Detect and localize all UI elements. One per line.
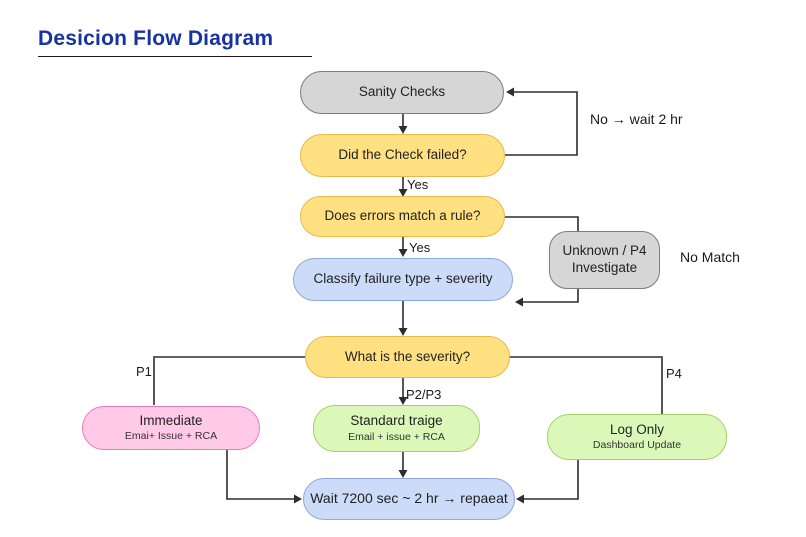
node-immediate-sublabel: Emai+ Issue + RCA [124, 430, 218, 443]
node-standard-triage-label: Standard traige [350, 413, 443, 428]
node-sanity-checks-label: Sanity Checks [358, 84, 446, 100]
node-sanity-checks: Sanity Checks [300, 71, 504, 114]
edge-no-loop [505, 91, 578, 156]
arrowhead [506, 87, 514, 97]
node-errors-match-rule: Does errors match a rule? [300, 196, 505, 237]
edge-label-no-wait: No → wait 2 hr [590, 111, 683, 127]
node-wait-repeat: Wait 7200 sec ~ 2 hr → repaeat [303, 478, 515, 520]
edge-severity-to-logonly [510, 356, 663, 414]
arrowhead [398, 470, 408, 478]
edge-label-yes-1: Yes [407, 177, 429, 192]
arrowhead [398, 126, 408, 134]
node-immediate: Immediate Emai+ Issue + RCA [82, 406, 260, 450]
node-standard-triage: Standard traige Email + issue + RCA [313, 405, 480, 452]
node-unknown-line2: Investigate [571, 260, 638, 275]
edge-immediate-to-wait [226, 450, 296, 500]
edge-unknown-to-classify [521, 289, 579, 303]
arrowhead [515, 297, 523, 307]
node-unknown-investigate: Unknown / P4 Investigate [549, 231, 660, 289]
edge-logonly-to-wait [522, 460, 579, 500]
node-classify-failure-label: Classify failure type + severity [313, 271, 493, 287]
arrowhead [294, 494, 302, 504]
arrowhead [398, 328, 408, 336]
node-what-severity-label: What is the severity? [344, 348, 471, 364]
node-did-check-failed: Did the Check failed? [300, 134, 505, 177]
node-log-only-sublabel: Dashboard Update [592, 439, 682, 452]
edge-matchrule-to-unknown [505, 216, 579, 231]
arrowhead [398, 189, 408, 197]
node-immediate-label: Immediate [139, 412, 203, 428]
node-wait-repeat-label: Wait 7200 sec ~ 2 hr → repaeat [310, 490, 508, 507]
node-log-only-label: Log Only [609, 421, 665, 437]
node-did-check-failed-label: Did the Check failed? [338, 147, 467, 163]
edge-label-p1: P1 [136, 364, 152, 379]
node-unknown-line1: Unknown / P4 [562, 243, 647, 259]
arrowhead [516, 494, 524, 504]
edge-label-yes-2: Yes [409, 240, 431, 255]
title-underline [38, 56, 312, 57]
node-what-severity: What is the severity? [305, 336, 510, 378]
node-errors-match-rule-label: Does errors match a rule? [324, 208, 481, 224]
edge-label-p2-p3: P2/P3 [406, 387, 442, 402]
edge-label-p4: P4 [666, 366, 682, 381]
arrowhead [398, 249, 408, 257]
edge-severity-to-immediate [153, 356, 305, 405]
node-log-only: Log Only Dashboard Update [547, 414, 727, 460]
edge-label-no-match: No Match [680, 249, 740, 265]
arrowhead [398, 397, 408, 405]
page-title: Desicion Flow Diagram [38, 27, 274, 50]
node-standard-triage-sublabel: Email + issue + RCA [348, 430, 445, 443]
node-classify-failure: Classify failure type + severity [293, 258, 513, 301]
